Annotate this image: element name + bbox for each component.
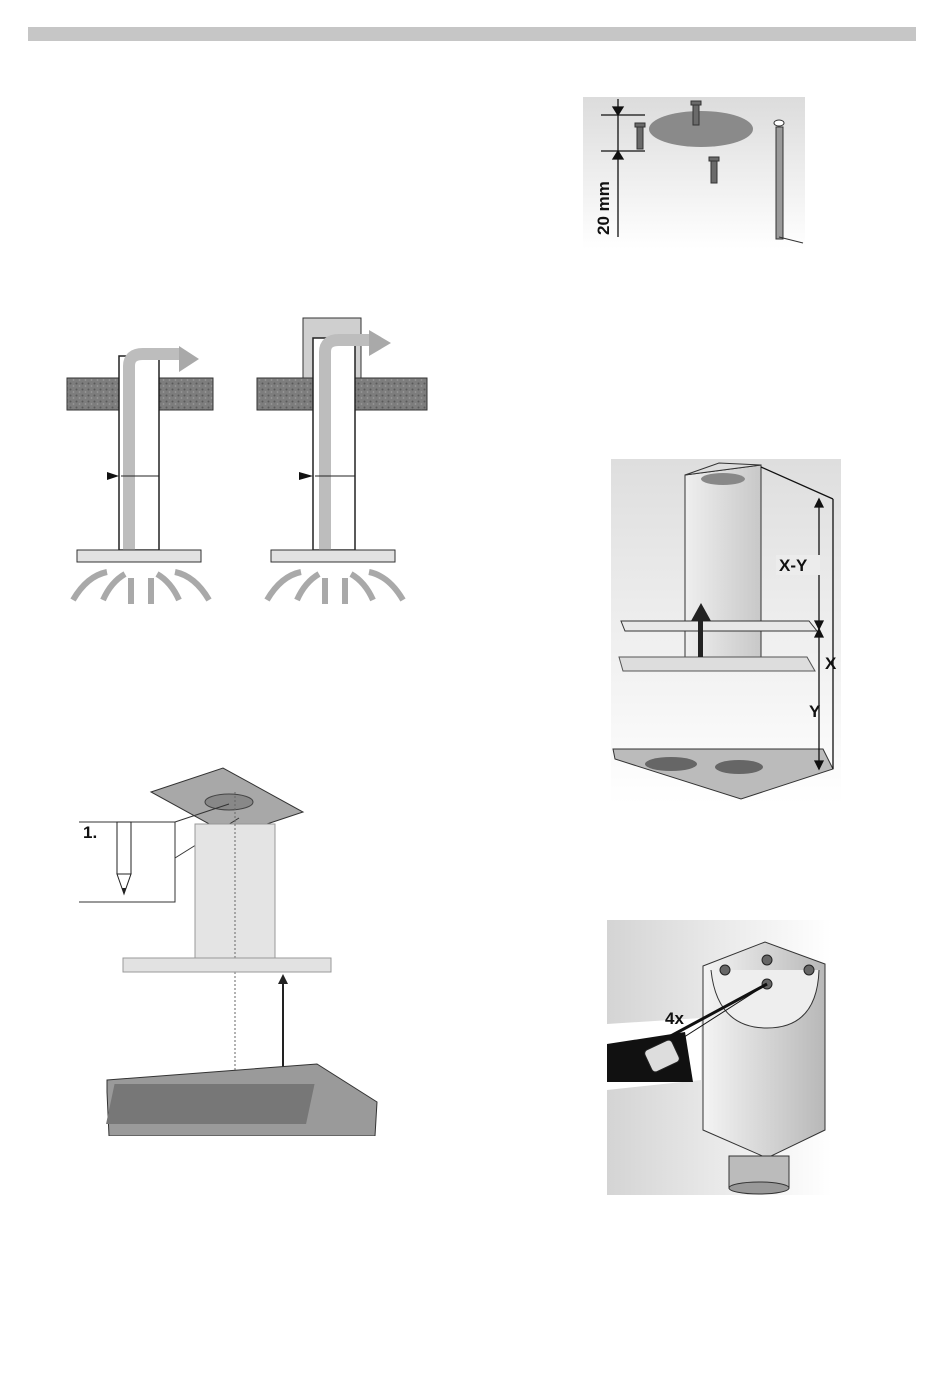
header-bar <box>28 27 916 41</box>
figure-marking-position: 1. <box>79 762 384 1136</box>
label-x-minus-y: X-Y <box>779 556 808 575</box>
duct-right <box>257 318 427 562</box>
figure-height-measurement: X-Y X Y <box>611 459 841 804</box>
label-y: Y <box>809 702 821 721</box>
dimension-label: 20 mm <box>594 181 613 235</box>
duct-left <box>67 346 213 562</box>
label-x: X <box>825 654 837 673</box>
count-label: 4x <box>665 1009 684 1028</box>
air-intake-arrows-icon <box>73 572 403 604</box>
figure-duct-installation <box>63 316 441 606</box>
figure-fixing-screws: 4x <box>607 920 832 1195</box>
figure-screw-spacing: 20 mm <box>583 97 805 249</box>
step-label: 1. <box>83 823 97 842</box>
